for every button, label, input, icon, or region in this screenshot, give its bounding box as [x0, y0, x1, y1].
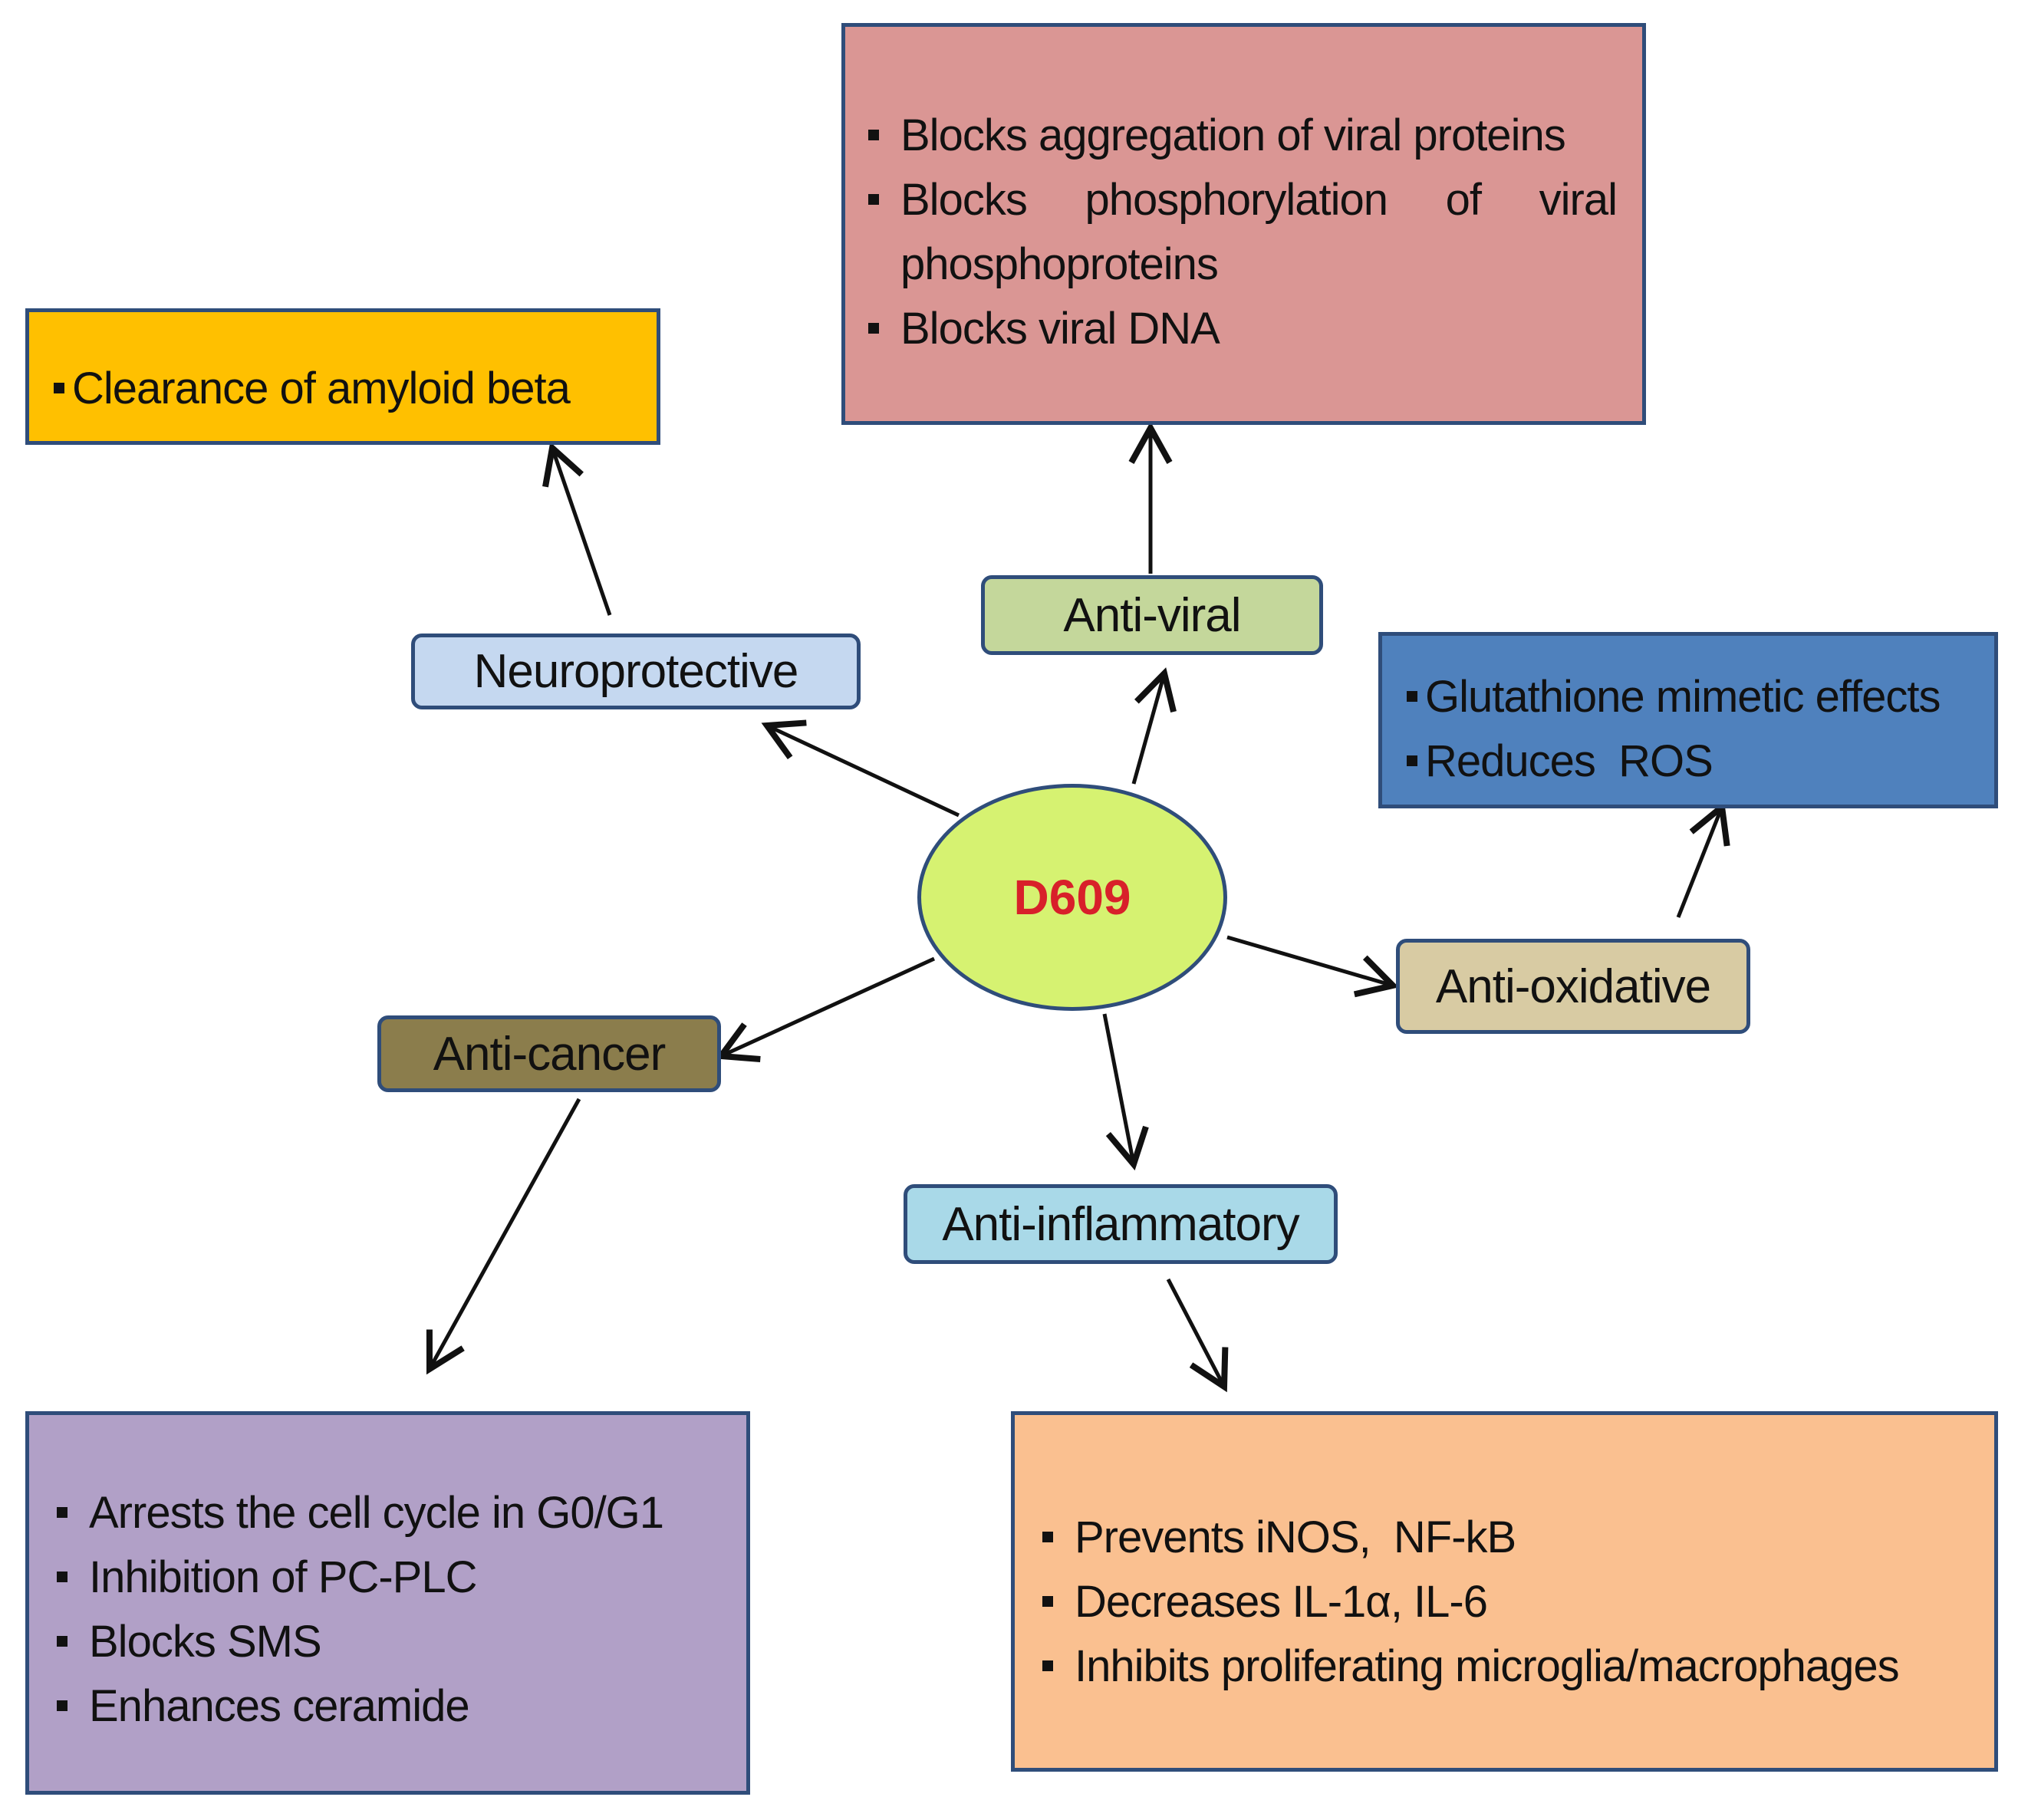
- arrow-center-to-antiviral: [1131, 667, 1177, 785]
- antiviral-effects-list: Blocks aggregation of viral proteins Blo…: [864, 104, 1619, 361]
- anticancer-effects-list: Arrests the cell cycle in G0/G1 Inhibiti…: [52, 1481, 746, 1739]
- arrow-center-to-antioxidative: [1226, 935, 1399, 998]
- antiinflammatory-effects-box: Prevents iNOS, NF-kB Decreases IL-1α, IL…: [1011, 1411, 1998, 1772]
- antioxidative-category: Anti-oxidative: [1396, 939, 1750, 1034]
- arrow-center-to-anticancer: [715, 956, 936, 1063]
- antiinflammatory-category: Anti-inflammatory: [904, 1184, 1338, 1264]
- arrow-antioxidative-to-effects: [1676, 801, 1730, 918]
- arrow-neuroprotective-to-effects: [542, 442, 612, 616]
- list-item: Arrests the cell cycle in G0/G1: [52, 1481, 746, 1545]
- neuroprotective-category: Neuroprotective: [411, 634, 861, 709]
- list-item: Inhibition of PC-PLC: [52, 1545, 746, 1610]
- antioxidative-effects-list: Glutathione mimetic effects Reduces ROS: [1405, 665, 1994, 794]
- antiviral-category: Anti-viral: [981, 575, 1323, 655]
- arrow-center-to-neuroprotective: [761, 719, 960, 818]
- list-item: Reduces ROS: [1405, 729, 1994, 794]
- list-item: Clearance of amyloid beta: [52, 357, 657, 421]
- list-item: Prevents iNOS, NF-kB: [1038, 1506, 1994, 1570]
- category-label: Anti-inflammatory: [942, 1197, 1299, 1251]
- anticancer-category: Anti-cancer: [377, 1015, 721, 1092]
- list-item: Blocks SMS: [52, 1610, 746, 1674]
- anticancer-effects-box: Arrests the cell cycle in G0/G1 Inhibiti…: [25, 1411, 750, 1795]
- list-item: Inhibits proliferating microglia/macroph…: [1038, 1634, 1994, 1699]
- category-label: Neuroprotective: [473, 645, 799, 698]
- category-label: Anti-oxidative: [1435, 959, 1711, 1013]
- center-label: D609: [1013, 870, 1131, 925]
- antioxidative-effects-box: Glutathione mimetic effects Reduces ROS: [1378, 632, 1998, 808]
- list-item: Enhances ceramide: [52, 1674, 746, 1739]
- antiviral-effects-box: Blocks aggregation of viral proteins Blo…: [841, 23, 1646, 425]
- neuroprotective-effects-list: Clearance of amyloid beta: [52, 357, 657, 421]
- list-item: Decreases IL-1α, IL-6: [1038, 1570, 1994, 1634]
- d609-center-node: D609: [917, 784, 1227, 1011]
- list-item: Blocks phosphorylation of viral phosphop…: [864, 168, 1618, 297]
- list-item: Glutathione mimetic effects: [1405, 665, 1994, 729]
- antiinflammatory-effects-list: Prevents iNOS, NF-kB Decreases IL-1α, IL…: [1038, 1506, 1994, 1699]
- arrow-center-to-antiinflammatory: [1102, 1013, 1149, 1171]
- neuroprotective-effects-box: Clearance of amyloid beta: [25, 308, 660, 445]
- list-item: Blocks aggregation of viral proteins: [864, 104, 1619, 168]
- category-label: Anti-viral: [1063, 588, 1241, 642]
- arrow-antiinflammatory-to-effects: [1166, 1278, 1229, 1393]
- list-item: Blocks viral DNA: [864, 297, 1619, 361]
- arrow-anticancer-to-effects: [426, 1098, 581, 1375]
- category-label: Anti-cancer: [433, 1027, 667, 1081]
